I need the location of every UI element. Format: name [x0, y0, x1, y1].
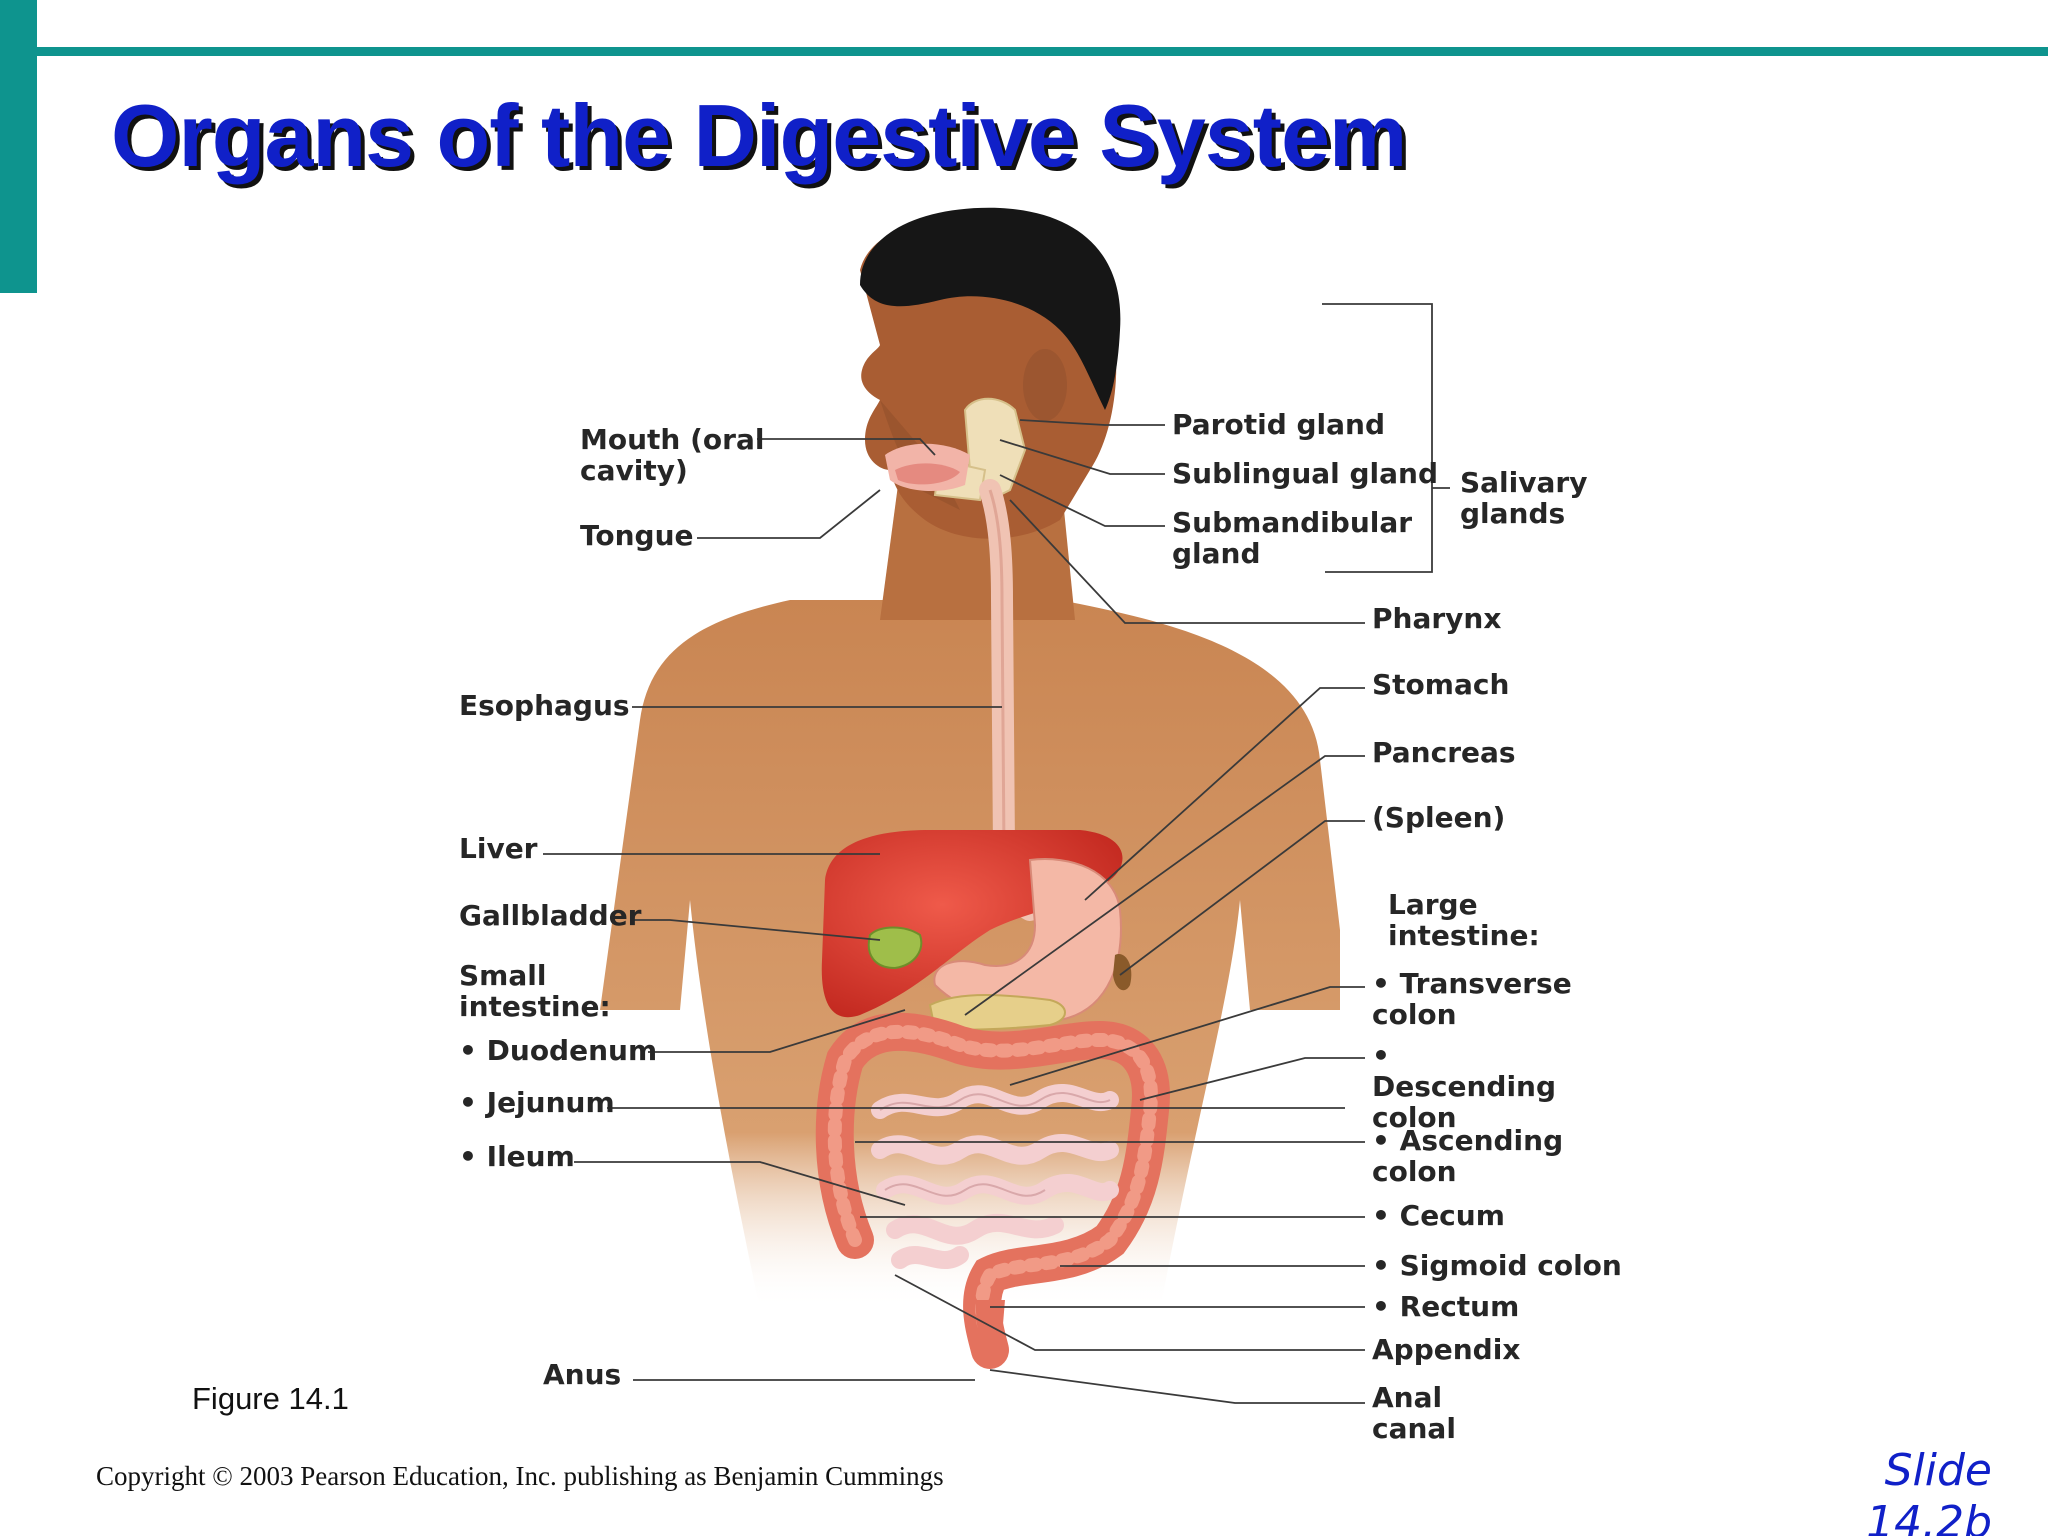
label-anal-canal: Anal canal [1372, 1381, 1456, 1445]
label-transverse-colon: • Transverse colon [1372, 967, 1572, 1031]
leader-lines [543, 303, 1450, 1404]
label-spleen: (Spleen) [1372, 801, 1506, 834]
label-submandibular-gland: Submandibular gland [1172, 506, 1413, 570]
label-gallbladder: Gallbladder [459, 899, 642, 932]
label-stomach: Stomach [1372, 668, 1510, 701]
figure-caption: Figure 14.1 [192, 1381, 349, 1416]
label-ascending-colon: • Ascending colon [1372, 1124, 1564, 1188]
label-liver: Liver [459, 832, 538, 865]
label-pancreas: Pancreas [1372, 736, 1516, 769]
label-sublingual-gland: Sublingual gland [1172, 457, 1438, 490]
label-esophagus: Esophagus [459, 689, 630, 722]
label-cecum: • Cecum [1372, 1199, 1505, 1232]
gallbladder-shape [867, 926, 923, 970]
label-parotid-gland: Parotid gland [1172, 408, 1385, 441]
label-descending-colon: • Descending colon [1372, 1039, 1557, 1134]
label-rectum: • Rectum [1372, 1290, 1520, 1323]
label-anus: Anus [543, 1358, 622, 1391]
label-tongue: Tongue [580, 519, 694, 552]
label-large-intestine-heading: Large intestine: [1388, 888, 1540, 952]
label-small-intestine-heading: Small intestine: [459, 959, 611, 1023]
label-duodenum: • Duodenum [459, 1034, 658, 1067]
label-ileum: • Ileum [459, 1140, 575, 1173]
oral-cavity [885, 443, 970, 492]
spleen-shape [1113, 954, 1132, 991]
copyright-notice: Copyright © 2003 Pearson Education, Inc.… [96, 1461, 944, 1491]
slide-title: Organs of the Digestive System [111, 86, 1407, 185]
label-appendix: Appendix [1372, 1333, 1521, 1366]
label-salivary-glands: Salivary glands [1460, 466, 1588, 530]
label-jejunum: • Jejunum [459, 1086, 615, 1119]
accent-bar [0, 0, 37, 293]
accent-line [37, 47, 2048, 56]
label-mouth: Mouth (oral cavity) [580, 423, 765, 487]
slide-number: Slide 14.2b [1866, 1445, 1992, 1536]
label-sigmoid-colon: • Sigmoid colon [1372, 1249, 1622, 1282]
label-pharynx: Pharynx [1372, 602, 1502, 635]
rectum-shape [975, 1300, 1005, 1360]
